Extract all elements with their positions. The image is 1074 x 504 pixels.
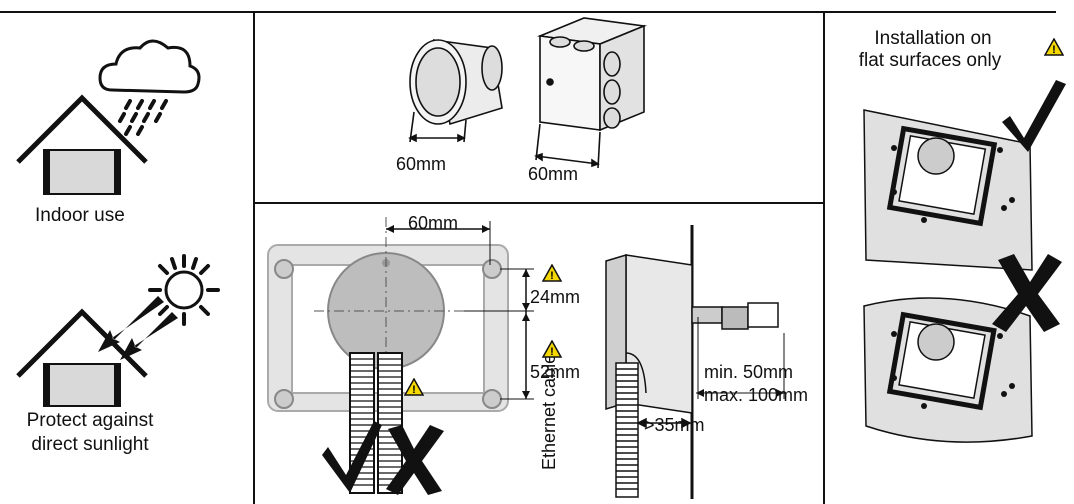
round-box-dimension: 60mm (396, 154, 447, 174)
svg-text:!: ! (412, 384, 416, 396)
cross-icon (992, 254, 1062, 332)
upper-offset-dimension: 24mm (530, 287, 581, 307)
frame-width-dimension: 60mm (408, 213, 459, 233)
flat-surfaces-title-line2: flat surfaces only (858, 50, 1002, 71)
house-sunlight-icon (16, 308, 148, 407)
checkmark-icon (1002, 80, 1066, 152)
svg-text:!: ! (1052, 44, 1056, 56)
square-box-dimension: 60mm (528, 164, 579, 184)
side-cable-coil-icon (615, 352, 692, 498)
junction-boxes-illustration (408, 17, 648, 169)
uneven-wall-mount-icon (863, 297, 1033, 443)
warning-icon: ! (1044, 38, 1064, 56)
wall-mount-comparison (863, 80, 1066, 443)
warning-icon: ! (542, 264, 562, 282)
house-indoor-icon (16, 94, 148, 195)
depth-dimension: >35mm (644, 415, 705, 435)
left-panel-illustrations (16, 39, 220, 407)
max-length-label: max. 100mm (704, 385, 809, 405)
side-view-box-icon (605, 225, 785, 499)
warning-icon: ! (404, 378, 424, 396)
lower-offset-dimension: 52mm (530, 362, 581, 382)
warning-icon: ! (542, 340, 562, 358)
sunlight-arrows-icon (98, 296, 178, 360)
square-junction-box-icon (534, 17, 648, 169)
rain-cloud-icon (98, 39, 201, 136)
cross-icon (386, 425, 444, 495)
mounting-dimensions-illustration (267, 217, 785, 499)
mounting-frame-icon (267, 217, 534, 412)
sunlight-label-line1: Protect against (26, 410, 154, 431)
checkmark-icon (322, 421, 382, 493)
svg-text:!: ! (550, 346, 554, 358)
flat-surfaces-title-line1: Installation on (874, 28, 992, 49)
svg-text:!: ! (550, 270, 554, 282)
indoor-use-label: Indoor use (35, 205, 125, 226)
flat-wall-mount-icon (863, 109, 1033, 271)
sun-icon (148, 254, 220, 326)
cable-coils-icon (349, 352, 403, 494)
min-length-label: min. 50mm (704, 362, 794, 382)
round-junction-box-icon (408, 39, 503, 143)
sunlight-label-line2: direct sunlight (31, 434, 149, 455)
